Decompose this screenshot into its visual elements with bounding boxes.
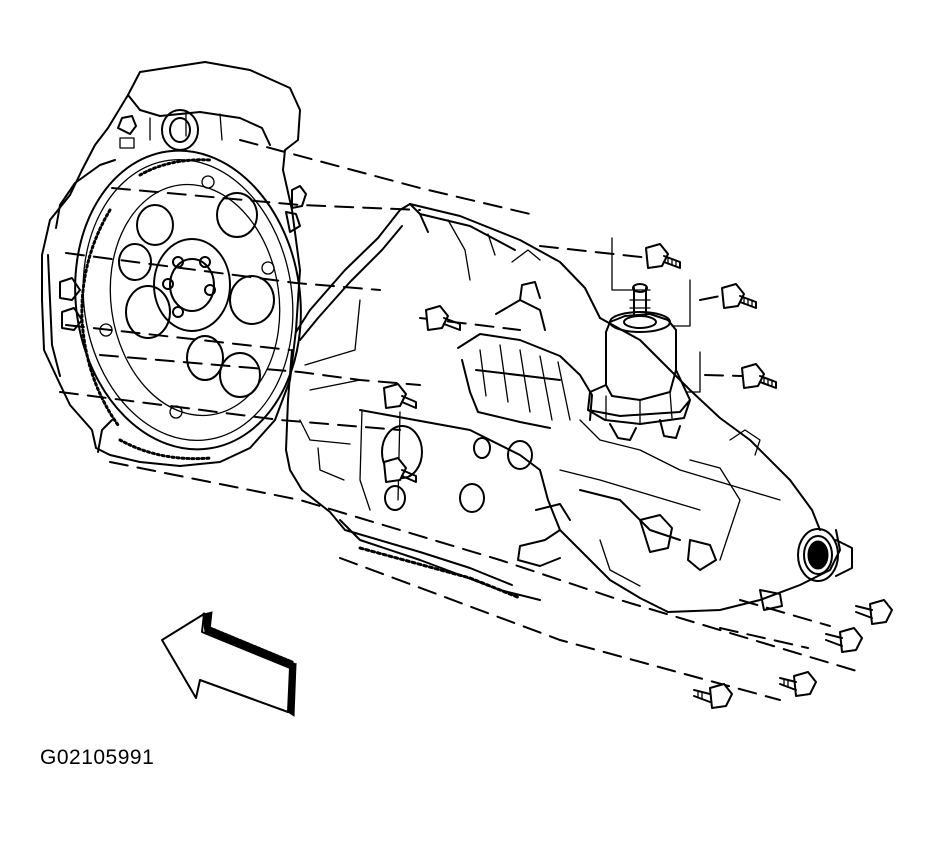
extension-housing [517, 317, 853, 613]
bolt-case-3 [383, 457, 417, 483]
bolt-lower-3 [779, 671, 817, 697]
bolt-lower-1 [855, 599, 893, 625]
shifter-tower [587, 237, 701, 441]
bolts [383, 243, 893, 709]
bolt-upper-2 [721, 283, 757, 309]
bolt-case-2 [383, 383, 417, 409]
bolt-lower-2 [825, 627, 863, 653]
flexplate [74, 149, 302, 461]
bolt-upper-1 [645, 243, 681, 269]
figure-id-label: G02105991 [40, 746, 155, 769]
alignment-lines [59, 139, 861, 701]
bolt-case-1 [425, 305, 461, 331]
bolt-upper-3 [741, 363, 777, 389]
bolt-lower-4 [693, 683, 733, 709]
transmission-case [285, 203, 601, 601]
front-direction-arrow-icon [161, 611, 298, 717]
